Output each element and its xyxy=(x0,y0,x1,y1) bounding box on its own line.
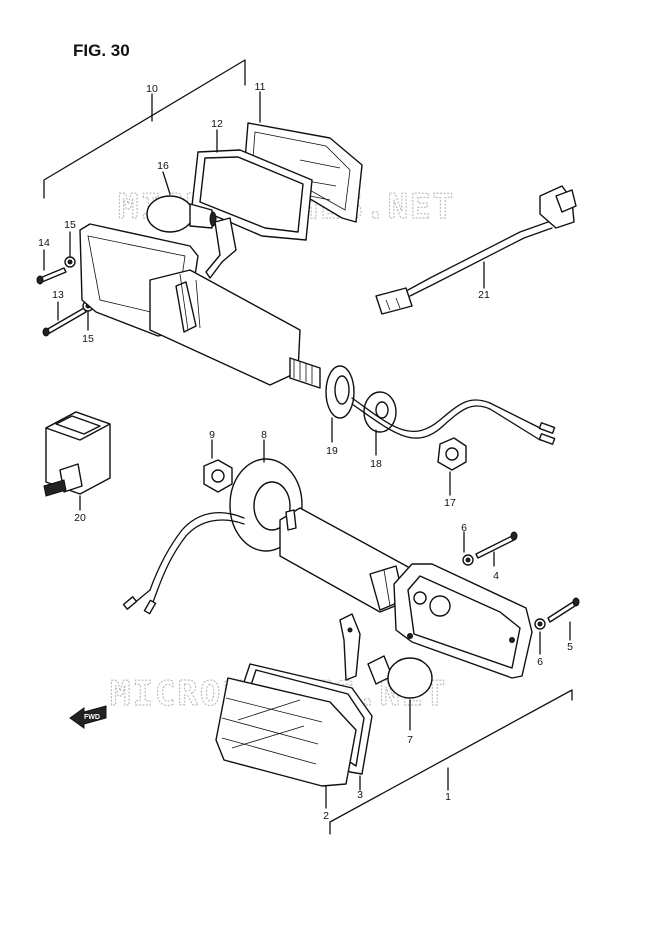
turn-signal-housing-lower xyxy=(279,507,533,679)
screw-5 xyxy=(547,597,580,641)
wire-lower xyxy=(122,512,245,615)
bulb-16 xyxy=(146,171,217,233)
assembly-bracket-1 xyxy=(329,689,573,835)
screw-13 xyxy=(42,301,87,337)
washer-6-upper xyxy=(462,531,474,566)
screw-14 xyxy=(36,249,67,285)
callout-6-upper: 6 xyxy=(461,522,467,534)
figure-title: FIG. 30 xyxy=(73,41,130,60)
callout-1: 1 xyxy=(445,791,451,803)
grommet-18 xyxy=(363,391,397,456)
callout-10: 10 xyxy=(146,83,158,95)
callout-2: 2 xyxy=(323,810,329,822)
turn-signal-housing-upper xyxy=(79,223,321,389)
callout-21: 21 xyxy=(478,289,490,301)
forward-direction-arrow: FWD xyxy=(69,705,107,729)
callout-6-lower: 6 xyxy=(537,656,543,668)
callout-labels: 1 2 3 4 5 6 6 7 8 9 10 11 12 13 14 15 15… xyxy=(38,81,573,822)
grommet-19 xyxy=(325,365,355,443)
washer-6-lower xyxy=(534,618,546,655)
callout-5: 5 xyxy=(567,641,573,653)
callout-12: 12 xyxy=(211,118,223,130)
callout-8: 8 xyxy=(261,429,267,441)
callout-11: 11 xyxy=(255,81,266,93)
callout-9: 9 xyxy=(209,429,215,441)
callout-20: 20 xyxy=(74,512,86,524)
wire-upper xyxy=(351,397,556,445)
callout-7: 7 xyxy=(407,734,413,746)
callout-17: 17 xyxy=(444,497,456,509)
lamp-bracket xyxy=(205,217,237,279)
relay-20 xyxy=(43,411,111,511)
callout-13: 13 xyxy=(52,289,64,301)
callout-3: 3 xyxy=(357,789,363,801)
callout-18: 18 xyxy=(370,458,382,470)
callout-4: 4 xyxy=(493,570,499,582)
callout-16: 16 xyxy=(157,160,169,172)
lens-2 xyxy=(215,677,357,809)
washer-15-upper xyxy=(64,231,76,268)
lamp-bracket-lower xyxy=(339,613,361,681)
callout-14: 14 xyxy=(38,237,50,249)
nut-17 xyxy=(437,437,467,496)
callout-15-lower: 15 xyxy=(82,333,94,345)
gasket-12 xyxy=(191,129,313,241)
assembly-bracket-10 xyxy=(43,59,246,199)
bulb-7 xyxy=(367,655,433,731)
callout-19: 19 xyxy=(326,445,338,457)
fwd-label: FWD xyxy=(84,714,100,721)
screw-4 xyxy=(475,531,518,567)
wiring-harness-21 xyxy=(375,185,577,315)
callout-15-upper: 15 xyxy=(64,219,76,231)
nut-9 xyxy=(203,439,233,493)
